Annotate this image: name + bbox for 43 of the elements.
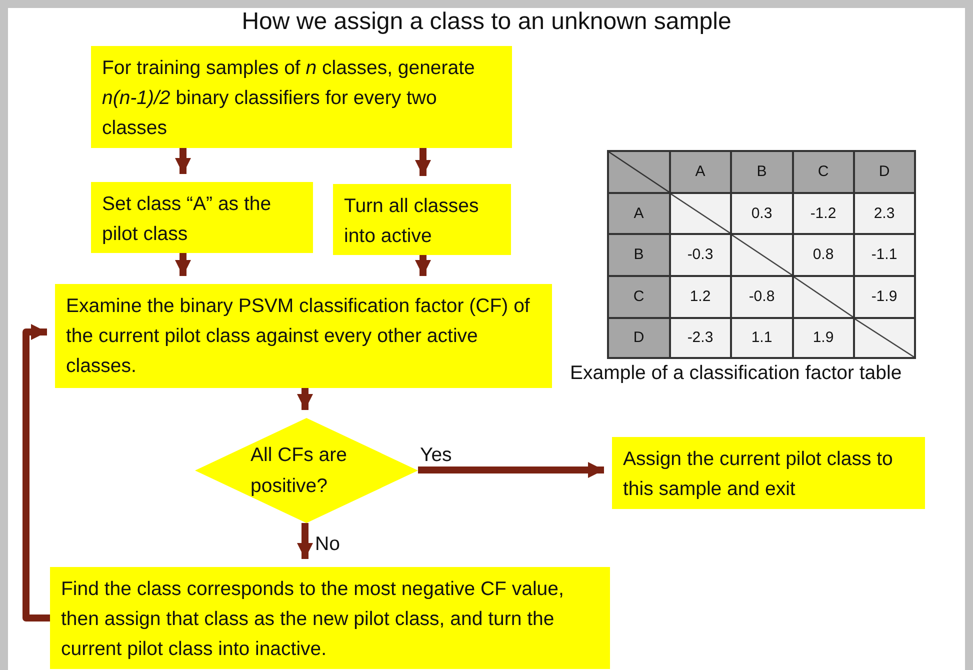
step-text: For training samples of n classes, generate n(n-1)/2 binary classifiers for every two classes <box>102 56 476 141</box>
header-cell: B <box>608 234 669 275</box>
process-box <box>333 184 511 255</box>
table-cell: -2.3 <box>670 318 730 357</box>
arrow <box>297 523 313 559</box>
process-box <box>91 46 512 148</box>
header-cell: C <box>608 276 669 317</box>
arrow <box>418 462 604 478</box>
table-cell: -0.3 <box>670 234 730 275</box>
table-cell: -1.9 <box>854 276 914 317</box>
header-cell: B <box>732 152 792 192</box>
header-cell: A <box>608 194 669 233</box>
arrow <box>415 255 431 276</box>
arrow <box>297 388 313 410</box>
table-cell: -1.2 <box>794 194 853 233</box>
table-cell: 1.9 <box>794 318 853 357</box>
header-cell: A <box>670 152 730 192</box>
arrow <box>415 148 431 176</box>
arrow <box>22 324 50 622</box>
table-cell: 1.1 <box>732 318 792 357</box>
table-cell: 1.2 <box>670 276 730 317</box>
header-cell: D <box>854 152 914 192</box>
table-cell: -0.8 <box>732 276 792 317</box>
title: How we assign a class to an unknown sample <box>240 8 732 36</box>
step-text: Assign the current pilot class to this sample and exit <box>623 447 894 502</box>
process-box <box>50 567 610 669</box>
header-cell: C <box>794 152 853 192</box>
arrow <box>175 253 191 276</box>
process-box <box>91 182 313 253</box>
step-text: Examine the binary PSVM classification factor (CF) of the current pilot class against every other active classes. <box>66 294 531 379</box>
process-box <box>612 437 925 509</box>
table-cell: 2.3 <box>854 194 914 233</box>
step-text: Turn all classes into active <box>344 194 480 249</box>
step-text: Find the class corresponds to the most negative CF value, then assign that class as the new pilot class, and turn the current pilot class into inactive. <box>61 577 565 662</box>
arrow <box>175 148 191 174</box>
table-cell: -1.1 <box>854 234 914 275</box>
table-cell: 0.3 <box>732 194 792 233</box>
table-caption: Example of a classification factor table <box>570 362 902 385</box>
table-cell: 0.8 <box>794 234 853 275</box>
header-cell: D <box>608 318 669 357</box>
process-box <box>55 284 552 388</box>
step-text: Set class “A” as the pilot class <box>102 192 272 247</box>
decision-text: All CFs are positive? <box>250 442 348 498</box>
